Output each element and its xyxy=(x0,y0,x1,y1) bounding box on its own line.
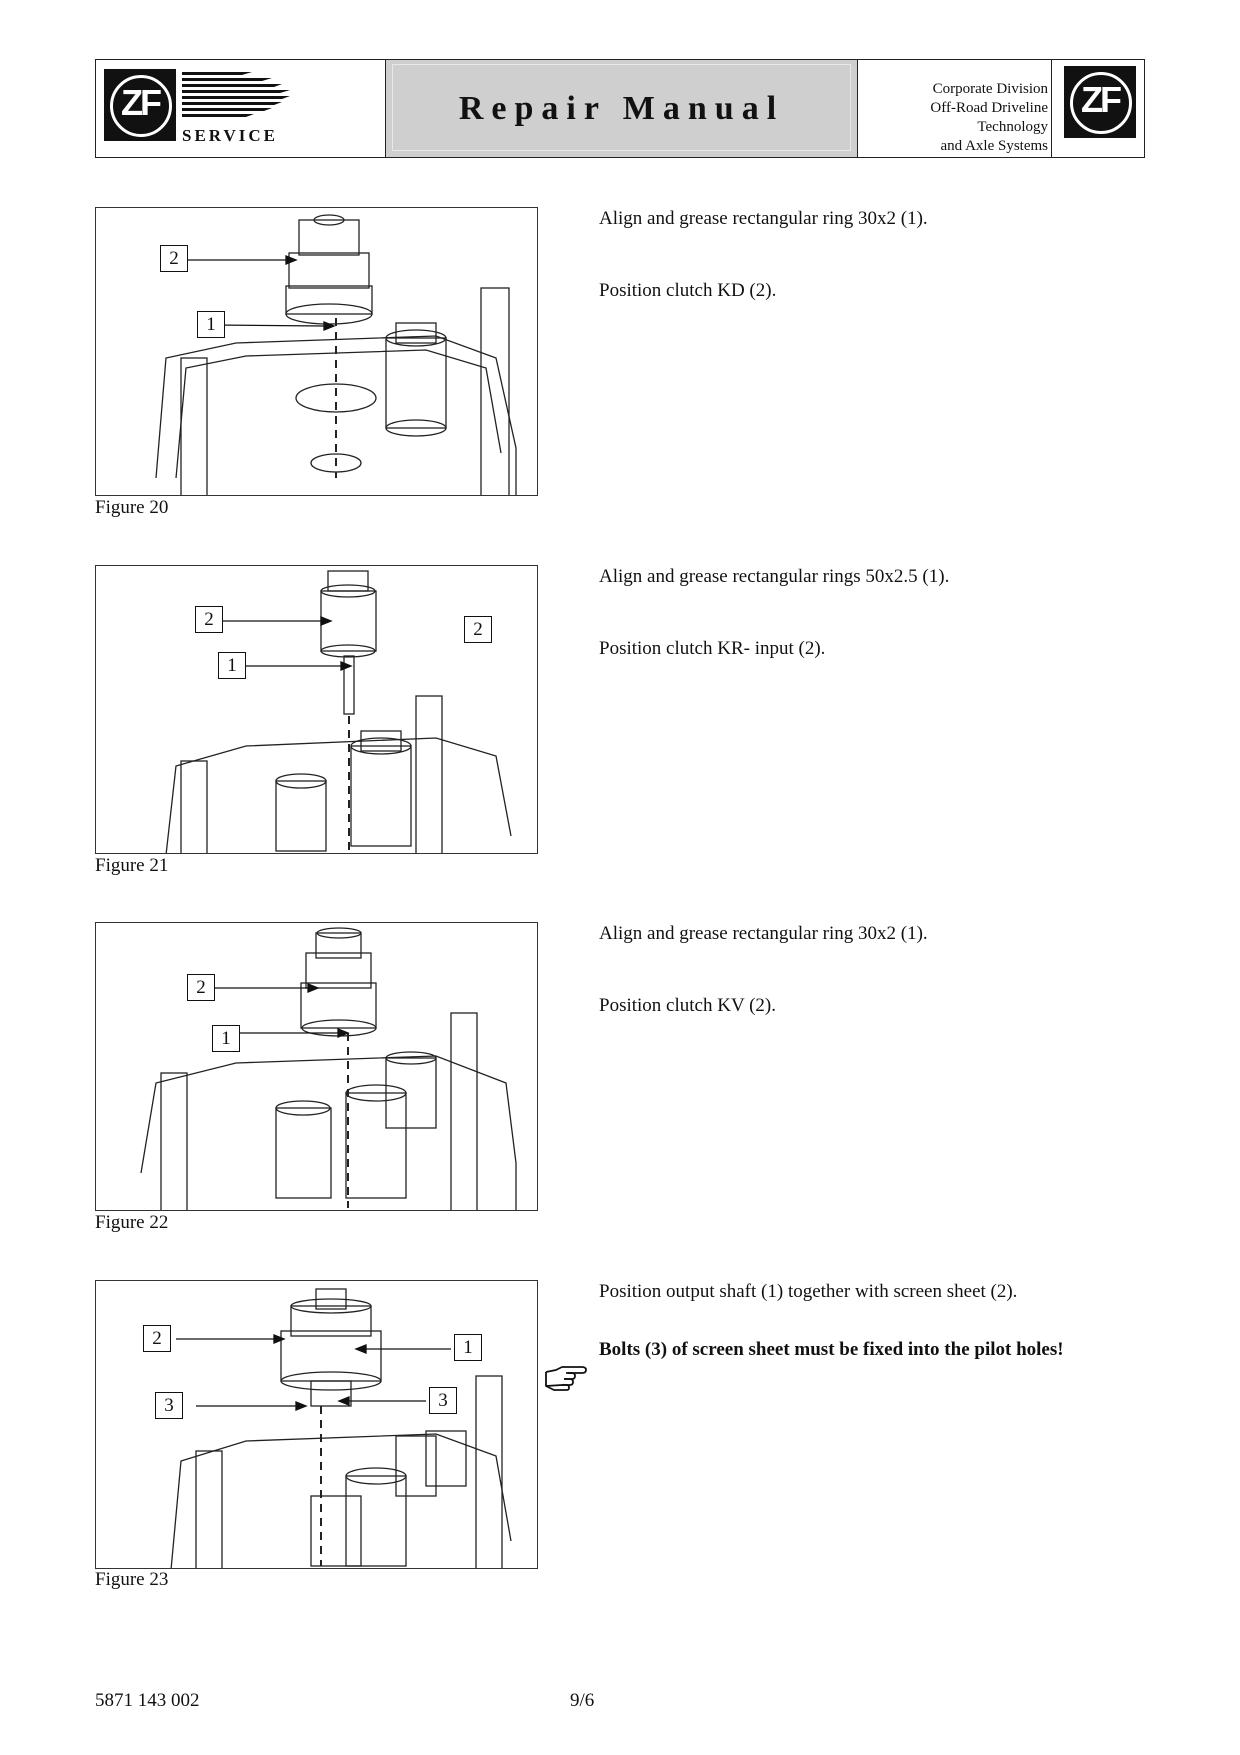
zf-logo-icon: ZF xyxy=(1064,66,1136,138)
instruction-step: Position clutch KR- input (2). xyxy=(599,638,826,659)
division-line: Corporate Division xyxy=(932,81,1048,97)
instruction-step: Position clutch KV (2). xyxy=(599,995,776,1016)
zf-logo-icon: ZF xyxy=(104,69,176,141)
figure-22-image xyxy=(95,922,538,1211)
service-stripes-icon xyxy=(182,72,290,117)
division-text: Corporate Division Off-Road Driveline Te… xyxy=(930,60,1052,157)
document-number: 5871 143 002 xyxy=(95,1690,200,1711)
callout-label: 1 xyxy=(218,652,246,679)
division-line: and Axle Systems xyxy=(940,138,1049,154)
callout-label: 3 xyxy=(155,1392,183,1419)
callout-label: 2 xyxy=(464,616,492,643)
callout-label: 1 xyxy=(212,1025,240,1052)
figure-caption: Figure 22 xyxy=(95,1212,169,1233)
division-line: Technology xyxy=(977,119,1048,135)
callout-label: 3 xyxy=(429,1387,457,1414)
instruction-step: Position output shaft (1) together with … xyxy=(599,1281,1018,1302)
page-number: 9/6 xyxy=(570,1690,595,1711)
callout-label: 2 xyxy=(195,606,223,633)
figure-caption: Figure 21 xyxy=(95,855,169,876)
service-label: SERVICE xyxy=(182,126,278,145)
title-cell: Repair Manual xyxy=(386,60,858,157)
figure-caption: Figure 23 xyxy=(95,1569,169,1590)
callout-label: 1 xyxy=(197,311,225,338)
figure-23-image xyxy=(95,1280,538,1569)
division-cell: Corporate Division Off-Road Driveline Te… xyxy=(858,60,1144,157)
callout-label: 2 xyxy=(143,1325,171,1352)
callout-label: 2 xyxy=(187,974,215,1001)
service-logo-cell: ZF SERVICE xyxy=(96,60,386,157)
figure-21-image xyxy=(95,565,538,854)
instruction-step: Align and grease rectangular ring 30x2 (… xyxy=(599,208,928,229)
figure-caption: Figure 20 xyxy=(95,497,169,518)
page-header: ZF SERVICE Repair Manual Corporate Divis… xyxy=(95,59,1145,158)
callout-label: 1 xyxy=(454,1334,482,1361)
page-title: Repair Manual xyxy=(458,89,785,127)
important-note: Bolts (3) of screen sheet must be fixed … xyxy=(599,1339,1064,1360)
instruction-step: Align and grease rectangular ring 30x2 (… xyxy=(599,923,928,944)
division-line: Off-Road Driveline xyxy=(930,100,1048,116)
instruction-step: Align and grease rectangular rings 50x2.… xyxy=(599,566,950,587)
pointing-hand-icon xyxy=(545,1366,587,1391)
instruction-step: Position clutch KD (2). xyxy=(599,280,777,301)
callout-label: 2 xyxy=(160,245,188,272)
